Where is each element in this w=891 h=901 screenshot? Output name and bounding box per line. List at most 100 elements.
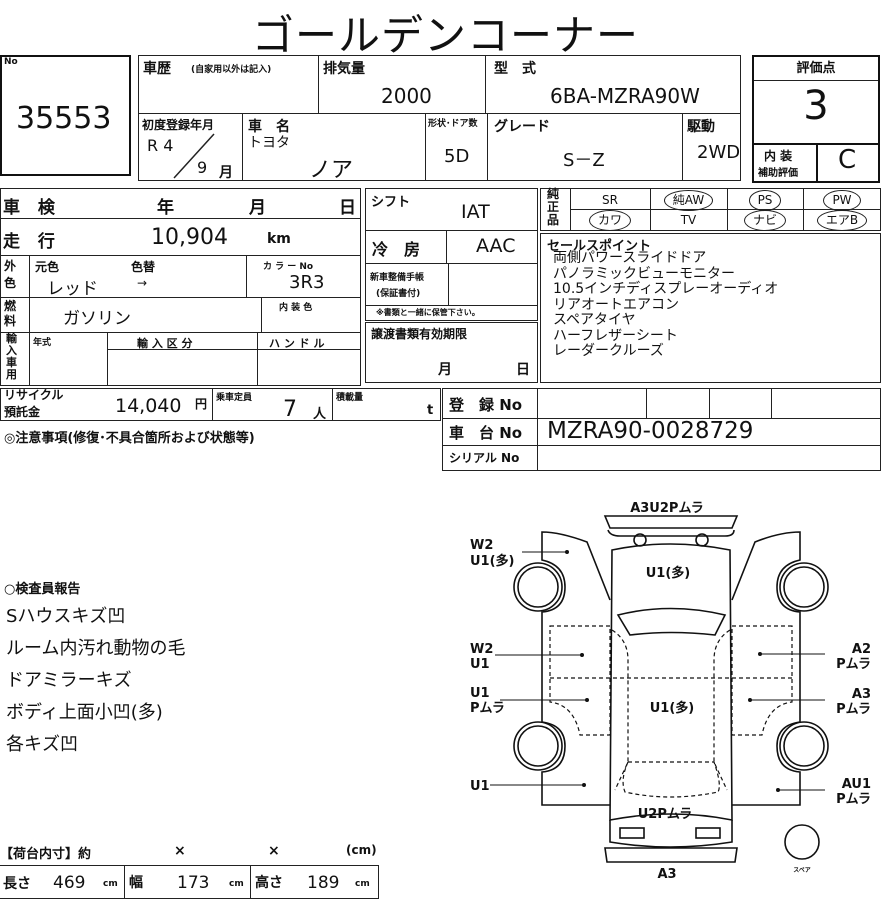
- car-name-label: 車 名: [248, 119, 290, 135]
- inspector-report-label: ○検査員報告: [4, 582, 81, 597]
- chassis-no-label: 車 台 No: [449, 424, 523, 442]
- inspection-year: 年: [157, 198, 174, 218]
- damage-points: [565, 550, 780, 792]
- label-rear: U2Pムラ: [638, 807, 692, 822]
- shift-value: IAT: [461, 201, 490, 223]
- capacity-cell: 乗車定員 7 人: [212, 388, 333, 422]
- handle-label: ハ ン ド ル: [269, 337, 325, 350]
- orig-color-label: 元色: [35, 260, 60, 274]
- genuine-item: 純AW: [650, 189, 727, 211]
- mileage-label: 走 行: [3, 232, 61, 252]
- height-unit: cm: [355, 879, 370, 889]
- capacity-unit: 人: [313, 407, 327, 422]
- first-reg-cell: 初度登録年月 R 4 9 月: [138, 113, 243, 181]
- ac-cell: 冷 房 AAC: [365, 230, 538, 264]
- deposit-label: 預託金: [4, 405, 41, 419]
- sales-point: 10.5インチディスプレーオーディオ: [553, 281, 779, 297]
- label-right-1b: Pムラ: [836, 657, 871, 672]
- sales-point: スペアタイヤ: [553, 312, 636, 328]
- chassis-no-value: MZRA90-0028729: [547, 418, 754, 444]
- height-value: 189: [307, 873, 340, 893]
- sales-point: ハーフレザーシート: [553, 327, 678, 344]
- mileage-row: 走 行 10,904 km: [0, 218, 361, 256]
- label-right-2a: A3: [852, 687, 871, 702]
- grade-label: グレード: [494, 119, 550, 135]
- transfer-month: 月: [438, 362, 452, 378]
- shift-cell: シフト IAT: [365, 188, 538, 231]
- color-no-value: 3R3: [289, 272, 325, 293]
- load-label: 積載量: [336, 393, 364, 403]
- label-right-2b: Pムラ: [836, 702, 871, 717]
- inspection-day: 日: [339, 198, 356, 218]
- first-reg-label: 初度登録年月: [142, 118, 215, 132]
- service-note: ※書類と一緒に保管下さい。: [376, 308, 480, 317]
- color-no-label: カ ラ ー No: [263, 262, 314, 272]
- lot-label: No: [4, 57, 18, 67]
- grade-cell: グレード S－Z: [487, 113, 683, 181]
- genuine-item: SR: [570, 189, 650, 209]
- inspector-note: ボディ上面小凹(多): [6, 702, 163, 723]
- label-left-1a: W2: [470, 538, 493, 553]
- import-year-label: 年式: [33, 338, 52, 348]
- leader-lines: [490, 551, 825, 791]
- import-row: 輸入車用 年式 輸 入 区 分 ハ ン ド ル: [0, 332, 361, 386]
- label-tailgate: A3U2Pムラ: [630, 501, 704, 516]
- history-cell: 車歴 (自家用以外は記入): [138, 55, 319, 114]
- sheet-title: ゴールデンコーナー: [251, 11, 639, 60]
- label-right-3b: Pムラ: [836, 792, 871, 807]
- model-code-cell: 型 式 6BA-MZRA90W: [485, 55, 741, 114]
- label-right-3a: AU1: [842, 777, 871, 792]
- genuine-item-label: TV: [680, 213, 697, 227]
- sales-point: パノラミックビューモニター: [553, 265, 735, 282]
- fuel-label: 燃料: [4, 299, 17, 328]
- label-left-2b: U1: [470, 657, 490, 672]
- inspection-label: 車 検: [3, 198, 61, 218]
- import-class-label: 輸 入 区 分: [137, 337, 193, 350]
- grade-value: S－Z: [563, 150, 605, 171]
- displacement-value: 2000: [381, 84, 432, 108]
- car-maker: トヨタ: [248, 135, 290, 151]
- label-left-3b: Pムラ: [470, 701, 505, 716]
- inspection-month: 月: [249, 198, 266, 218]
- reg-no-label: 登 録 No: [449, 396, 523, 414]
- displacement-cell: 排気量 2000: [318, 55, 486, 114]
- capacity-value: 7: [283, 397, 297, 422]
- body-label: 形状･ドア数: [428, 119, 478, 129]
- genuine-label: 純正品: [547, 187, 560, 227]
- label-spare: スペア: [793, 867, 811, 874]
- inspector-note: ドアミラーキズ: [6, 670, 132, 691]
- sales-point: リアオートエアコン: [553, 296, 679, 313]
- recycle-cell: リサイクル 預託金 14,040 円: [0, 388, 213, 421]
- ac-value: AAC: [476, 235, 516, 257]
- ac-label: 冷 房: [372, 240, 421, 259]
- sales-points-label: セールスポイント: [547, 239, 652, 254]
- fuel-value: ガソリン: [63, 309, 131, 329]
- transfer-day: 日: [516, 362, 530, 378]
- genuine-item: カワ: [570, 209, 650, 231]
- exterior-row: 外色 元色 色替 レッド → カ ラ ー No 3R3: [0, 255, 361, 299]
- genuine-item-label: PW: [823, 190, 861, 211]
- cargo-times-1: ×: [174, 843, 186, 859]
- inspection-row: 車 検 年 月 日: [0, 188, 361, 219]
- exterior-label: 外色: [4, 259, 17, 290]
- capacity-label: 乗車定員: [216, 393, 253, 403]
- score-box: 評価点 3 内 装 補助評価 C: [752, 55, 880, 183]
- displacement-label: 排気量: [323, 61, 365, 77]
- interior-color-label: 内 装 色: [279, 303, 313, 313]
- length-label: 長さ: [3, 876, 31, 892]
- drive-cell: 駆動 2WD: [682, 113, 741, 181]
- genuine-item: ナビ: [727, 209, 803, 231]
- serial-no-label: シリアル No: [449, 451, 520, 465]
- genuine-item-label: SR: [602, 193, 618, 207]
- genuine-item-label: PS: [748, 190, 782, 211]
- label-right-1a: A2: [852, 642, 871, 657]
- lot-box: No 35553: [0, 55, 131, 176]
- genuine-item: PS: [727, 189, 803, 211]
- label-top-center: U1(多): [646, 565, 691, 581]
- interior-score: C: [838, 145, 857, 175]
- model-code-value: 6BA-MZRA90W: [550, 84, 700, 108]
- drive-label: 駆動: [687, 119, 715, 135]
- label-left-2a: W2: [470, 642, 493, 657]
